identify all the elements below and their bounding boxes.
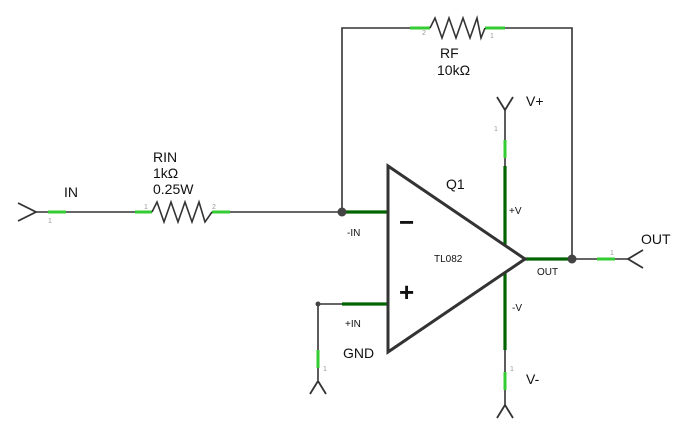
junction-gnd-wire (315, 301, 321, 307)
ground-pin-number: 1 (323, 366, 327, 373)
output-port-label: OUT (641, 231, 671, 247)
wire-feedback-left (341, 27, 410, 212)
opamp-part-label: TL082 (434, 254, 463, 265)
vminus-supply-label: V- (526, 371, 540, 387)
vminus-supply-pin-number: 1 (510, 366, 514, 373)
rf-name-label: RF (440, 45, 459, 61)
opamp-minus-sign: − (399, 207, 414, 237)
rin-pin2-number: 2 (212, 204, 216, 211)
pin-stubs (342, 166, 572, 350)
rin-value-label: 1kΩ (153, 165, 178, 181)
rf-value-label: 10kΩ (437, 62, 470, 78)
output-port-pin-number: 1 (610, 250, 614, 257)
input-port-symbol[interactable] (17, 202, 39, 222)
junction-feedback-output (567, 254, 577, 264)
opamp-plus-sign: + (399, 277, 414, 307)
vplus-supply-symbol[interactable] (496, 96, 514, 112)
junctions (315, 207, 577, 307)
rin-name-label: RIN (153, 149, 177, 165)
vplus-pin-label: +V (509, 206, 522, 217)
rin-power-label: 0.25W (153, 181, 194, 197)
opamp-triangle[interactable] (386, 163, 528, 355)
noninverting-pin-label: +IN (345, 319, 361, 330)
ground-label: GND (343, 345, 374, 361)
resistor-rin-symbol (151, 199, 213, 225)
vminus-pin-label: -V (512, 303, 522, 314)
ground-symbol[interactable] (309, 379, 327, 395)
rf-pin1-number: 1 (490, 33, 494, 40)
rf-pin2-number: 2 (422, 30, 426, 37)
inverting-pin-label: -IN (347, 228, 360, 239)
wire-gnd-to-plus (317, 303, 342, 380)
input-port-pin-number: 1 (48, 218, 52, 225)
vplus-supply-label: V+ (526, 93, 544, 109)
input-port-label: IN (64, 184, 78, 200)
output-port-symbol[interactable] (626, 249, 644, 269)
resistor-rf-symbol (429, 14, 486, 41)
pin-tips (48, 26, 615, 390)
vplus-supply-pin-number: 1 (494, 126, 498, 133)
wire-feedback-right (505, 27, 573, 259)
terminal-symbols (17, 96, 644, 419)
junction-feedback-input (337, 207, 347, 217)
wires (36, 27, 628, 405)
opamp-name-label: Q1 (446, 176, 465, 192)
rin-pin1-number: 1 (144, 204, 148, 211)
vminus-supply-symbol[interactable] (496, 403, 514, 419)
output-pin-label: OUT (537, 267, 558, 278)
